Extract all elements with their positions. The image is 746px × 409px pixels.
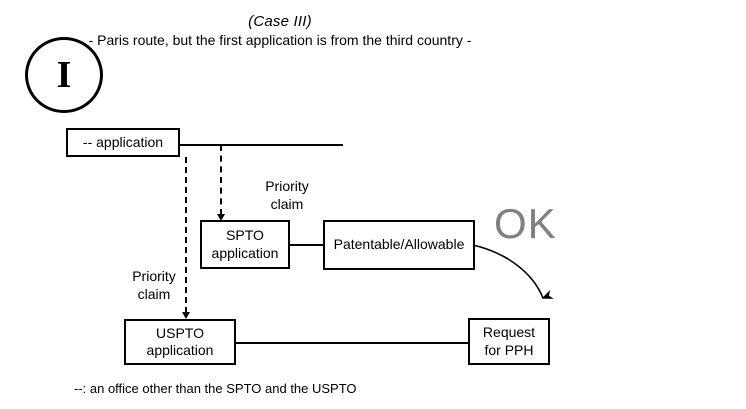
node-spto-line2: application (211, 244, 279, 261)
diagram-subtitle: - Paris route, but the first application… (88, 32, 472, 48)
connector-application-right (180, 144, 343, 146)
priority-claim-upper-line1: Priority (265, 178, 309, 194)
case-marker-label: I (56, 54, 72, 96)
connector-spto-to-patentable (290, 244, 323, 246)
priority-claim-upper-line2: claim (270, 195, 304, 212)
case-marker-circle: I (25, 37, 103, 113)
priority-claim-lower-line2: claim (137, 285, 171, 302)
dashed-arrow-to-uspto (185, 157, 187, 313)
curved-arrow-to-request-pph (472, 244, 554, 299)
arrowhead-down-icon (217, 214, 225, 221)
priority-claim-label-upper: Priority claim (246, 178, 328, 213)
connector-uspto-to-request (236, 342, 468, 344)
dashed-arrow-to-spto (220, 145, 222, 215)
legend-note: --: an office other than the SPTO and th… (74, 381, 357, 396)
node-uspto-application: USPTO application (124, 319, 236, 365)
node-spto-line1: SPTO (226, 227, 264, 244)
node-uspto-line2: application (146, 342, 214, 358)
node-request-line2: for PPH (484, 341, 534, 358)
node-first-application: -- application (66, 128, 180, 157)
diagram-title: (Case III) (248, 13, 312, 30)
node-request-line1: Request (482, 324, 536, 341)
node-uspto-line1: USPTO (156, 324, 204, 341)
ok-annotation: OK (494, 200, 557, 247)
arrowhead-down-icon (182, 312, 190, 319)
node-spto-application: SPTO application (200, 220, 290, 269)
node-patentable-allowable: Patentable/Allowable (323, 220, 475, 270)
node-first-application-label: -- application (82, 133, 164, 150)
priority-claim-lower-line1: Priority (132, 268, 176, 284)
node-request-for-pph: Request for PPH (468, 318, 550, 365)
node-patentable-label: Patentable/Allowable (333, 236, 465, 253)
priority-claim-label-lower: Priority claim (113, 268, 195, 303)
